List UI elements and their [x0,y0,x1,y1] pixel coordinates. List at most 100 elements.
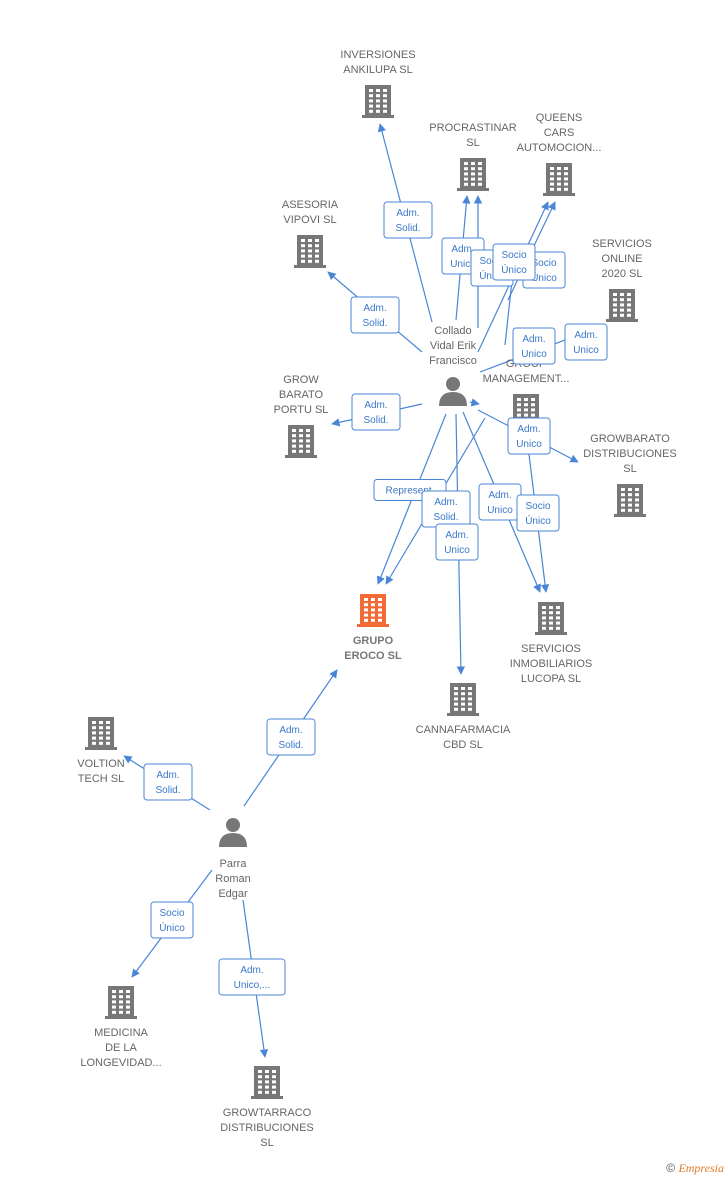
node-label: GROWBARATO [590,433,670,445]
node-label: TECH SL [78,773,124,785]
edge-label-text: Socio [479,256,504,267]
edge-label-box[interactable] [351,393,401,431]
edge-label-text: Adm. [279,725,302,736]
edge-label-box[interactable] [435,523,479,561]
edge-label-collado-to-servicios_online[interactable]: Adm.Unico [564,323,608,361]
edge-label-collado-to-asesoria[interactable]: Adm. Solid. [350,296,400,334]
node-label: CARS [544,127,575,139]
copyright-symbol: © [666,1161,676,1175]
edge-label-collado-to-growbarato_dist[interactable]: Adm. Unico [507,417,551,455]
building-icon [105,986,137,1019]
node-voltion[interactable]: VOLTION TECH SL [77,717,125,785]
edge-label-text: Adm. [522,334,545,345]
node-label: EROCO SL [344,650,402,662]
edge-label-collado-to-grupo_eroco[interactable]: Adm. Solid. [421,490,471,528]
node-label: Collado [434,325,471,337]
edge-label-text: Adm. [396,208,419,219]
edge-label-text: Adm. [240,965,263,976]
edge-label-text: Único [525,514,551,527]
edge-label-text: Adm. [517,424,540,435]
edge-label-text: Socio [159,908,184,919]
node-growbarato_dist[interactable]: GROWBARATO DISTRIBUCIONES SL [583,433,677,517]
node-label: VOLTION [77,758,125,770]
edge-label-box[interactable] [143,763,193,801]
edge-label-text: Único [159,921,185,934]
edge-label-text: Represent. [386,486,435,497]
building-icon [543,163,575,196]
edge-label-box[interactable] [383,201,433,239]
node-label: DISTRIBUCIONES [583,448,677,460]
node-label: GROW [283,374,319,386]
edge-label-text: Solid. [395,223,420,234]
node-label: SL [623,463,636,475]
edge-label-text: Unico [516,439,542,450]
edge-label-text: Unico [487,505,513,516]
edge-label-text: Único [531,271,557,284]
edge-label-box[interactable] [350,296,400,334]
node-label: VIPOVI SL [283,214,336,226]
edge-label-box[interactable] [516,494,560,532]
edge-label-box[interactable] [564,323,608,361]
edge-label-box[interactable] [512,327,556,365]
node-label: Vidal Erik [430,340,477,352]
edge-label-collado-to-queens[interactable]: Adm.Unico [512,327,556,365]
edge-label-parra-to-growtarraco[interactable]: Adm. Unico,... [218,958,286,996]
node-label: LUCOPA SL [521,673,581,685]
node-label: CBD SL [443,739,483,751]
edge-label-text: Unico,... [234,980,271,991]
edge-label-text: Adm. [434,497,457,508]
edge-label-text: Socio [501,250,526,261]
edge-collado-to-group_mgmt [469,398,480,407]
node-label: ONLINE [602,253,643,265]
building-icon [285,425,317,458]
building-icon [362,85,394,118]
edge-label-text: Adm. [574,330,597,341]
node-label: SL [466,137,479,149]
edge-label-text: Socio [531,258,556,269]
node-queens[interactable]: QUEENSCARSAUTOMOCION... [517,112,602,196]
edge-label-text: Unico [450,259,476,270]
edge-label-text: Adm. [363,303,386,314]
edge-label-box[interactable] [218,958,286,996]
edge-label-box[interactable] [492,243,536,281]
edge-label-collado-to-cannafarmacia[interactable]: Adm.Unico [435,523,479,561]
edge-label-collado-to-grow_barato[interactable]: Adm.Solid. [351,393,401,431]
person-icon [439,377,467,406]
edge-label-collado-to-servicios_inmob[interactable]: Adm.Unico [478,483,522,521]
node-label: BARATO [279,389,324,401]
brand-logo: Empresia [678,1161,724,1175]
building-icon [294,235,326,268]
edge-label-box[interactable] [150,901,194,939]
edge-label-box[interactable] [266,718,316,756]
edge-label-text: Unico [444,545,470,556]
edge-label-collado-to-inversiones[interactable]: Adm. Solid. [383,201,433,239]
node-label: SERVICIOS [521,643,581,655]
node-label: QUEENS [536,112,582,124]
edge-label-text: Solid. [363,415,388,426]
node-label: INVERSIONES [340,49,415,61]
edge-label-text: Único [501,263,527,276]
edge-label-text: Solid. [433,512,458,523]
edge-label-text: Solid. [362,318,387,329]
edge-label-parra-to-voltion[interactable]: Adm.Solid. [143,763,193,801]
node-label: SL [260,1137,273,1149]
edge-label-box[interactable] [507,417,551,455]
edge-label-parra-to-grupo_eroco[interactable]: Adm.Solid. [266,718,316,756]
